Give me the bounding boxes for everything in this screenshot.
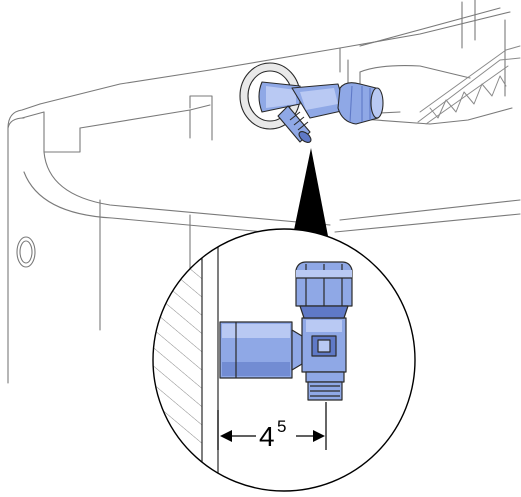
valve-thread	[277, 105, 312, 143]
callout-leader	[294, 148, 328, 236]
side-opening	[16, 236, 36, 268]
tank-top-rim	[39, 69, 211, 105]
wall-hatching	[153, 229, 202, 491]
valve-on-tank	[239, 62, 384, 143]
tank-front-outline	[7, 103, 41, 384]
dimension-superscript: 5	[277, 417, 286, 436]
dimension-indicator	[217, 402, 327, 450]
detail-view: 4 5	[152, 228, 416, 492]
dimension-value: 4	[259, 421, 275, 452]
float-mechanism-truss	[417, 45, 521, 125]
angle-valve-icon	[219, 261, 353, 401]
detail-circle-outline	[152, 228, 416, 492]
valve-nut	[337, 82, 384, 125]
